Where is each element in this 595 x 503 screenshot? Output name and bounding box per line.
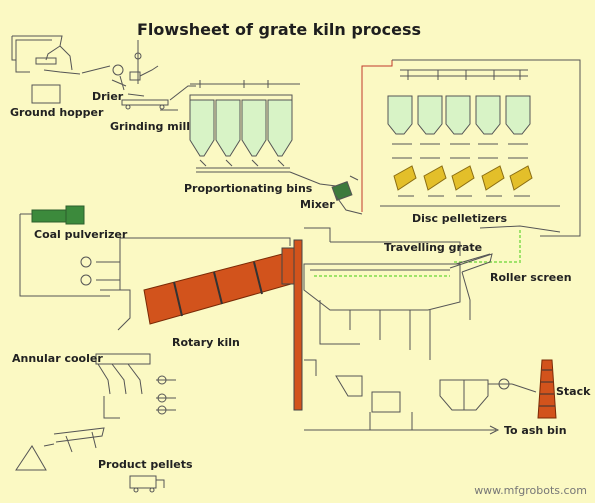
roller-screen-unit bbox=[449, 253, 493, 320]
product-area bbox=[15, 427, 165, 493]
feed-line bbox=[361, 60, 393, 212]
label-roller-screen: Roller screen bbox=[490, 271, 572, 284]
label-mixer: Mixer bbox=[300, 198, 335, 211]
label-disc-pelletizers: Disc pelletizers bbox=[412, 212, 507, 225]
label-annular-cooler: Annular cooler bbox=[12, 352, 103, 365]
disc-pelletizers bbox=[380, 165, 560, 207]
label-proportionating-bins: Proportionating bins bbox=[184, 182, 313, 195]
label-grinding-mill: Grinding mill bbox=[110, 120, 191, 133]
annular-cooler bbox=[95, 289, 176, 419]
label-stack: Stack bbox=[556, 385, 591, 398]
pelletizer-bins bbox=[387, 59, 581, 237]
stack-chimney bbox=[537, 359, 557, 419]
label-product-pellets: Product pellets bbox=[98, 458, 193, 471]
coal-pulverizer-unit bbox=[19, 205, 110, 297]
drier bbox=[81, 40, 159, 97]
travelling-grate bbox=[303, 263, 461, 360]
mixer bbox=[331, 175, 363, 215]
label-ground-hopper: Ground hopper bbox=[10, 106, 104, 119]
label-to-ash-bin: To ash bin bbox=[504, 424, 567, 437]
label-rotary-kiln: Rotary kiln bbox=[172, 336, 240, 349]
gas-treatment bbox=[304, 359, 537, 435]
grinding-mill bbox=[121, 85, 196, 111]
label-coal-pulverizer: Coal pulverizer bbox=[34, 228, 128, 241]
rotary-kiln bbox=[143, 239, 303, 411]
diagram-title: Flowsheet of grate kiln process bbox=[137, 20, 422, 39]
ground-hopper bbox=[11, 35, 81, 104]
source-credit: www.mfgrobots.com bbox=[474, 484, 587, 497]
proportionating-bins bbox=[189, 80, 337, 187]
label-travelling-grate: Travelling grate bbox=[384, 241, 483, 254]
left-pipework bbox=[80, 227, 461, 290]
label-drier: Drier bbox=[92, 90, 124, 103]
green-pellet-conveyor bbox=[314, 225, 561, 277]
